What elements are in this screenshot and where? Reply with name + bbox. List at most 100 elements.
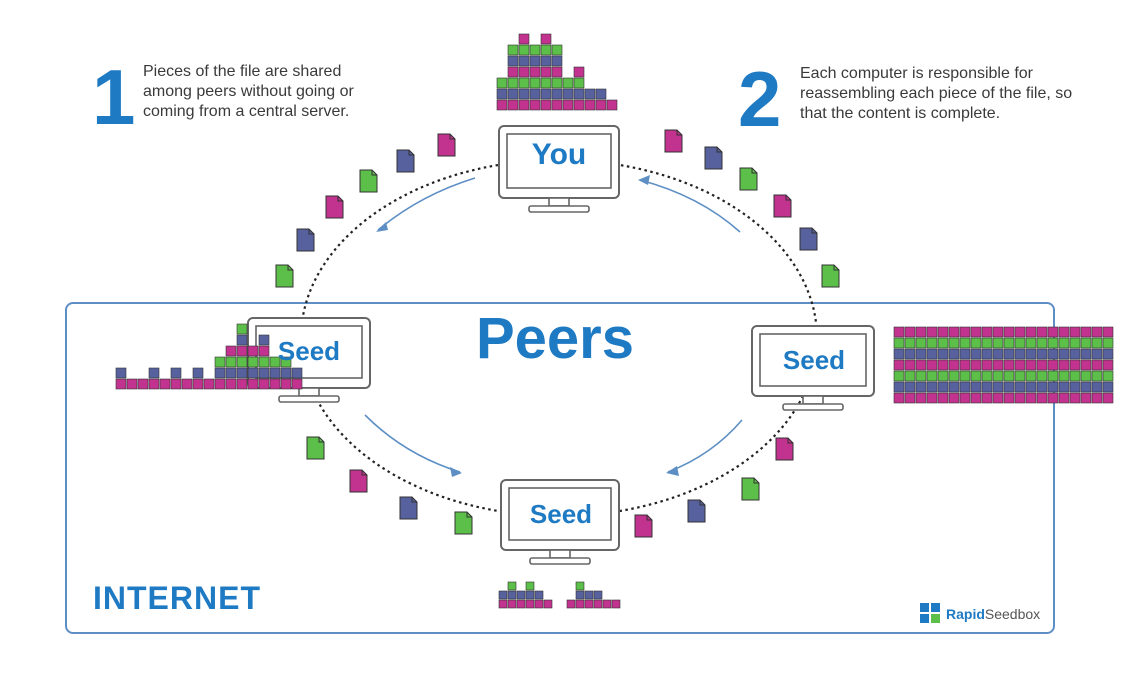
file-piece-icon [915, 337, 927, 349]
file-piece-icon [1025, 326, 1037, 338]
file-piece-icon [214, 378, 226, 390]
file-piece-icon [1014, 381, 1026, 393]
file-piece-icon [970, 370, 982, 382]
file-piece-icon [1036, 337, 1048, 349]
file-piece-icon [1069, 337, 1081, 349]
file-piece-icon [1003, 381, 1015, 393]
file-piece-icon [1091, 348, 1103, 360]
you-pieces-stack [496, 33, 618, 111]
arrowhead-icon [450, 467, 462, 477]
file-piece-icon [1047, 348, 1059, 360]
file-piece-icon [1102, 359, 1114, 371]
file-piece-icon [507, 88, 519, 100]
file-piece-icon [1080, 337, 1092, 349]
file-piece-icon [529, 77, 541, 89]
file-piece-icon [551, 99, 563, 111]
file-piece-icon [236, 378, 248, 390]
file-piece-icon [275, 264, 294, 288]
brand-logo: RapidSeedbox [920, 600, 1040, 628]
file-piece-icon [981, 337, 993, 349]
file-piece-icon [593, 599, 603, 609]
file-piece-icon [904, 359, 916, 371]
file-piece-icon [148, 378, 160, 390]
file-piece-icon [534, 599, 544, 609]
file-piece-icon [575, 590, 585, 600]
file-piece-icon [1025, 359, 1037, 371]
file-piece-icon [258, 356, 270, 368]
file-piece-icon [1025, 348, 1037, 360]
file-piece-icon [1058, 348, 1070, 360]
file-piece-icon [236, 356, 248, 368]
file-piece-icon [115, 367, 127, 379]
node-label-seed-left: Seed [277, 336, 341, 366]
file-piece-icon [959, 359, 971, 371]
file-piece-icon [584, 590, 594, 600]
file-piece-icon [937, 326, 949, 338]
file-piece-icon [893, 326, 905, 338]
file-piece-icon [1069, 348, 1081, 360]
file-piece-icon [525, 590, 535, 600]
internet-region [65, 302, 1055, 634]
file-piece-icon [1080, 326, 1092, 338]
file-piece-icon [773, 194, 792, 218]
file-piece-icon [981, 392, 993, 404]
file-piece-icon [741, 477, 760, 501]
file-piece-icon [562, 99, 574, 111]
file-piece-icon [992, 326, 1004, 338]
file-piece-icon [915, 359, 927, 371]
file-piece-icon [926, 348, 938, 360]
file-piece-icon [247, 367, 259, 379]
file-piece-icon [602, 599, 612, 609]
file-piece-icon [1058, 359, 1070, 371]
file-piece-icon [937, 381, 949, 393]
file-piece-icon [518, 88, 530, 100]
file-piece-icon [1036, 359, 1048, 371]
file-piece-icon [948, 392, 960, 404]
file-piece-icon [1080, 381, 1092, 393]
file-piece-icon [529, 66, 541, 78]
monitor-seed-bottom-icon [500, 479, 620, 565]
file-piece-icon [540, 77, 552, 89]
file-piece-icon [454, 511, 473, 535]
file-piece-icon [1091, 381, 1103, 393]
file-piece-icon [1047, 359, 1059, 371]
file-piece-icon [970, 326, 982, 338]
file-piece-icon [1058, 370, 1070, 382]
file-piece-icon [1091, 337, 1103, 349]
file-piece-icon [970, 348, 982, 360]
file-piece-icon [551, 77, 563, 89]
file-piece-icon [981, 381, 993, 393]
file-piece-icon [159, 378, 171, 390]
file-piece-icon [236, 345, 248, 357]
file-piece-icon [992, 359, 1004, 371]
file-piece-icon [359, 169, 378, 193]
file-piece-icon [1036, 370, 1048, 382]
file-piece-icon [948, 370, 960, 382]
bottom-seed-pieces-stack-a [498, 581, 553, 609]
file-piece-icon [970, 337, 982, 349]
file-piece-icon [959, 326, 971, 338]
file-piece-icon [687, 499, 706, 523]
file-piece-icon [562, 77, 574, 89]
file-piece-icon [518, 66, 530, 78]
file-piece-icon [258, 367, 270, 379]
file-piece-icon [937, 359, 949, 371]
file-piece-icon [1069, 359, 1081, 371]
file-piece-icon [926, 370, 938, 382]
file-piece-icon [529, 44, 541, 56]
file-piece-icon [1014, 337, 1026, 349]
file-piece-icon [507, 581, 517, 591]
right-seed-pieces-stack [893, 326, 1114, 404]
file-piece-icon [225, 356, 237, 368]
file-piece-icon [1047, 392, 1059, 404]
file-piece-icon [1091, 370, 1103, 382]
file-piece-icon [540, 33, 552, 45]
monitor-seed-right-icon [751, 325, 875, 411]
file-piece-icon [799, 227, 818, 251]
arrowhead-icon [638, 175, 650, 185]
file-piece-icon [595, 88, 607, 100]
file-piece-icon [529, 99, 541, 111]
file-piece-icon [937, 348, 949, 360]
file-piece-icon [893, 370, 905, 382]
file-piece-icon [575, 599, 585, 609]
